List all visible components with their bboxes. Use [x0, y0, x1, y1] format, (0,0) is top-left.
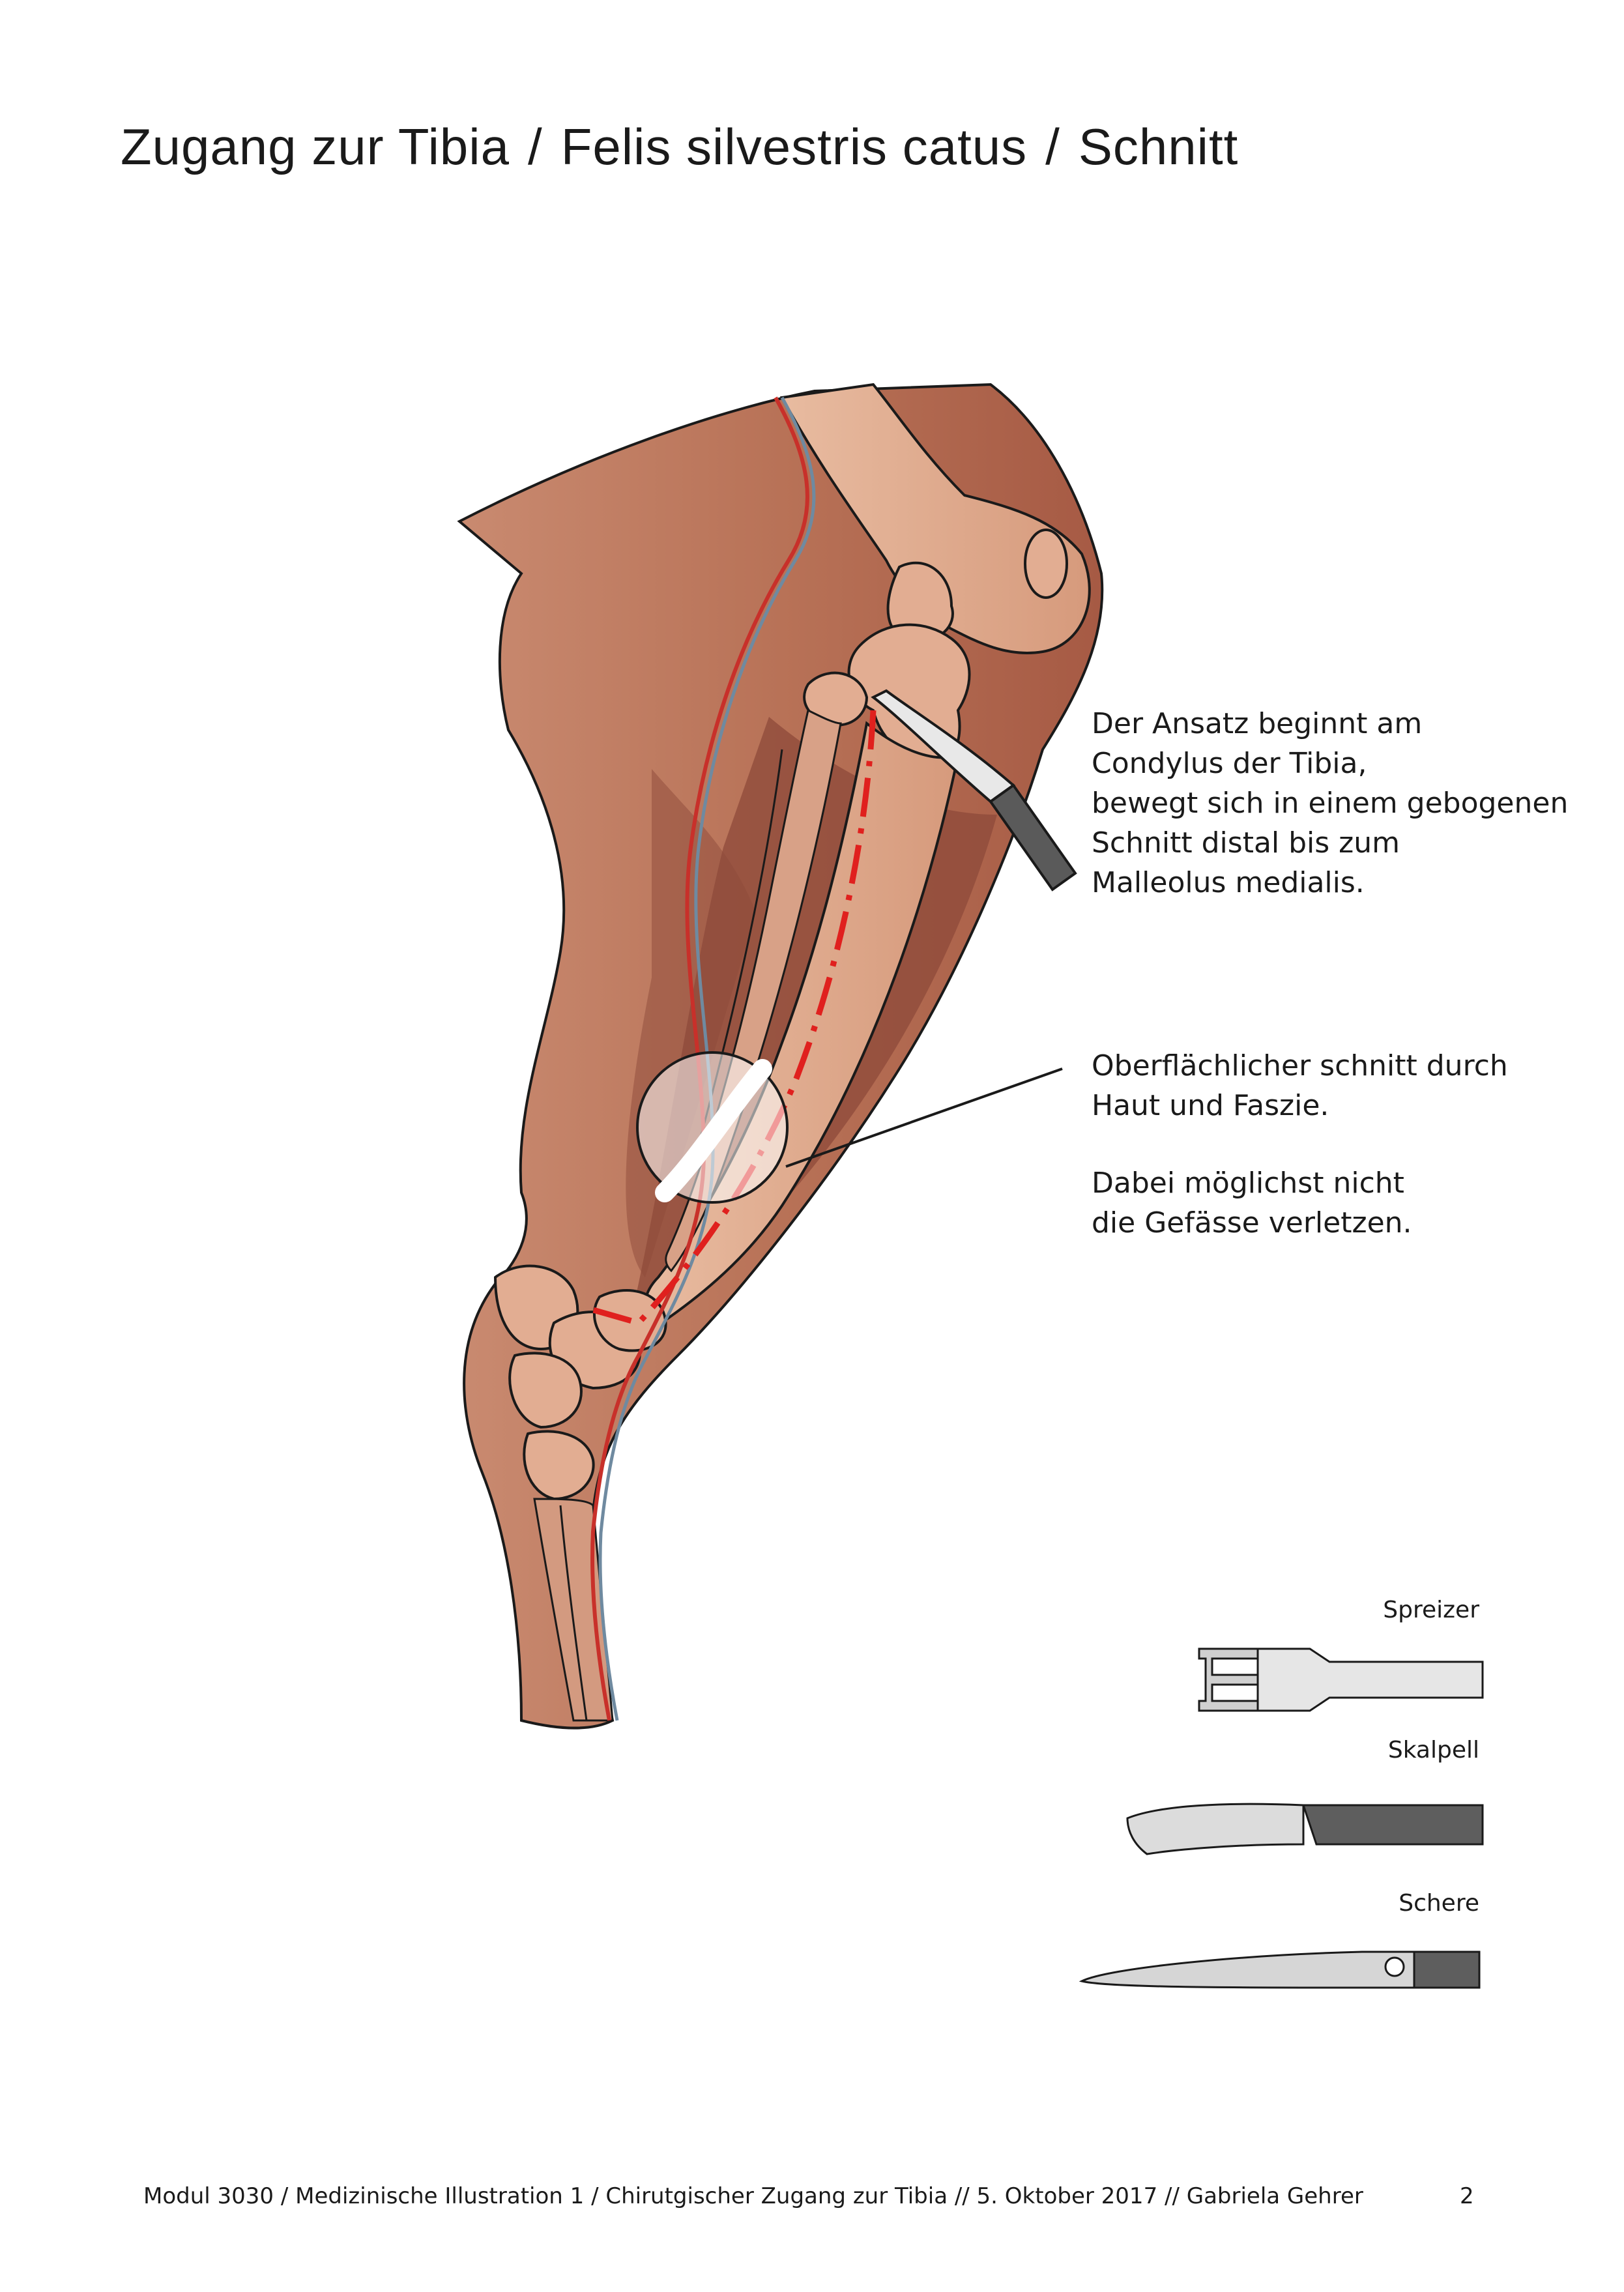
tool-label-retractor: Spreizer — [1383, 1597, 1479, 1623]
retractor-icon — [1198, 1647, 1484, 1712]
title-part-1: Zugang zur Tibia — [121, 118, 510, 175]
callout-superficial: Oberflächlicher schnitt durch Haut und F… — [1092, 1049, 1508, 1122]
tool-label-scalpel: Skalpell — [1387, 1737, 1479, 1763]
detail-incision — [655, 1059, 772, 1202]
title-part-3: Schnitt — [1078, 118, 1239, 175]
femur — [779, 383, 1091, 654]
page-number: 2 — [1460, 2183, 1474, 2209]
scalpel-icon — [1126, 1803, 1484, 1855]
scalpel-on-leg — [871, 689, 1077, 892]
title-separator: / — [1045, 118, 1060, 175]
tarsal-2 — [523, 1430, 595, 1501]
fibula-head — [803, 671, 869, 727]
leader-line — [785, 1067, 1063, 1168]
callout-incision: Der Ansatz beginnt am Condylus der Tibia… — [1092, 707, 1569, 899]
callout-vessels: Dabei möglichst nicht die Gefässe verlet… — [1092, 1167, 1412, 1240]
page-title: Zugang zur Tibia / Felis silvestris catus /… — [121, 117, 1238, 177]
tarsal-1 — [508, 1352, 583, 1429]
title-separator: / — [528, 118, 543, 175]
scissors-icon — [1079, 1951, 1481, 1989]
condylus — [886, 561, 954, 641]
title-part-2: Felis silvestris catus — [560, 118, 1028, 175]
patella — [1024, 529, 1068, 599]
fibula-shaft — [665, 708, 842, 1273]
metatarsal-line — [559, 1505, 588, 1721]
footer-credit: Modul 3030 / Medizinische Illustration 1… — [143, 2183, 1363, 2209]
tool-label-scissors: Schere — [1399, 1890, 1479, 1917]
